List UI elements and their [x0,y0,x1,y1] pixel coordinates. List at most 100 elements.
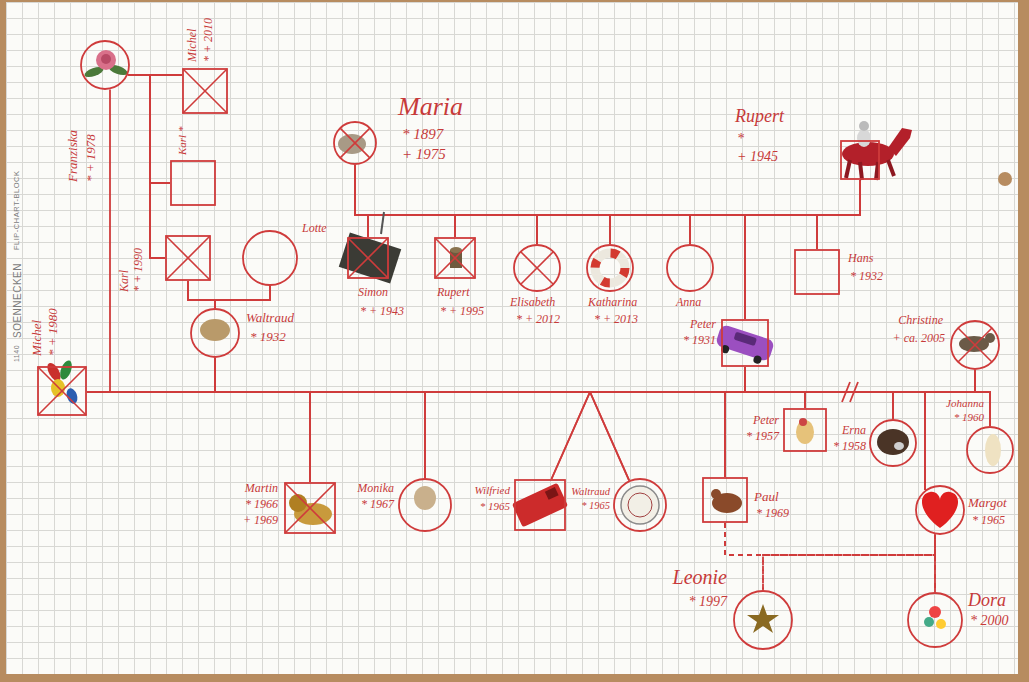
family-line [925,370,975,490]
symbol-outline [435,238,475,278]
toy-figures [96,50,116,70]
symbol-outline [435,238,475,278]
person-name: Leonie [673,566,727,589]
toy-figures [621,486,659,524]
toy-figures [414,486,436,510]
life-dates: * 1965 [581,500,610,512]
life-dates: * 1957 [746,430,779,444]
person-name: Rupert [437,286,470,300]
person-symbol: Elisabeth* + 2012 [513,244,561,292]
toy-figures [929,606,941,618]
family-line [188,281,270,300]
family-line [215,358,745,392]
symbol-outline [165,235,211,281]
toy-figures [859,121,869,131]
life-dates: + 1945 [737,149,778,165]
toy-figures [877,429,909,455]
person-name: Wilfried [475,484,510,497]
symbol-outline [333,121,377,165]
symbol-outline [702,477,748,523]
person-symbol: Waltraud* 1932 [190,308,240,358]
family-line [128,75,170,183]
family-line [150,75,182,258]
toy-figures [595,253,625,283]
symbol-outline [841,141,879,179]
life-dates: * + 1978 [84,134,99,182]
life-dates: * + 2010 [202,18,216,62]
life-dates: * 1931 [683,334,716,348]
symbol-outline [182,68,228,114]
person-symbol: Franziska* + 1978 [80,40,130,90]
life-dates: * 1966 [245,498,278,512]
person-name: Dora [968,590,1006,611]
family-line [425,367,745,478]
family-line [817,180,860,249]
symbol-outline [667,245,713,291]
person-name: Karl * [176,127,189,155]
family-line [355,165,745,319]
symbol-outline [722,320,768,366]
symbol-outline [958,328,992,362]
person-name: Waltraud [246,311,294,326]
toy-figures [876,162,878,180]
symbol-outline [340,128,370,158]
symbol-outline [347,237,389,279]
life-dates: * 1965 [480,500,510,513]
life-dates: + 1975 [402,146,446,163]
symbol-outline [514,245,560,291]
symbol-outline [38,367,86,415]
person-symbol: Lotte [242,230,298,286]
family-line [552,367,746,479]
person-symbol: Monika* 1967 [398,478,452,532]
family-line [690,180,860,244]
life-dates: * 1967 [361,498,394,512]
symbol-outline [666,244,714,292]
life-dates: * 1969 [756,507,789,521]
person-name: Franziska [66,130,81,182]
symbol-outline [703,478,747,522]
person-symbol: Simon* + 1943 [347,237,389,279]
family-line [763,535,935,591]
family-line [128,75,165,258]
person-symbol: Leonie* 1997 [733,590,793,650]
family-line [537,180,860,244]
symbol-outline [170,160,216,206]
person-name: Peter [690,318,716,332]
symbol-outline [166,236,210,280]
symbol-outline [514,479,566,531]
person-name: Christine [898,314,943,328]
symbol-outline [348,238,388,278]
family-line [215,358,310,482]
graph-paper [6,2,1018,674]
symbol-outline [348,238,388,278]
family-line [610,180,860,244]
symbol-outline [958,328,992,362]
family-line [745,367,990,426]
life-dates: + ca. 2005 [893,332,945,346]
life-dates: * 1958 [833,440,866,454]
toy-figures [512,483,568,528]
symbol-outline [171,161,215,205]
symbol-outline [183,69,227,113]
toy-figures [888,128,912,156]
person-symbol: Johanna* 1960 [966,426,1014,474]
symbol-outline [795,250,839,294]
family-line [215,358,629,480]
person-symbol: Wilfried* 1965 [514,479,566,531]
symbol-outline [190,308,240,358]
person-name: Michel [30,320,45,356]
person-name: Monika [357,482,394,496]
life-dates: * [737,131,744,147]
family-line [725,367,745,477]
person-name: Waltraud [571,486,610,498]
person-symbol: Karl * [170,160,216,206]
family-line [355,165,690,244]
person-symbol: Hans* 1932 [794,249,840,295]
life-dates: * 1932 [850,270,883,284]
symbol-outline [794,249,840,295]
symbol-outline [80,40,130,90]
family-line [215,358,590,479]
symbol-outline [166,236,210,280]
symbol-outline [613,478,667,532]
symbol-outline [285,483,335,533]
